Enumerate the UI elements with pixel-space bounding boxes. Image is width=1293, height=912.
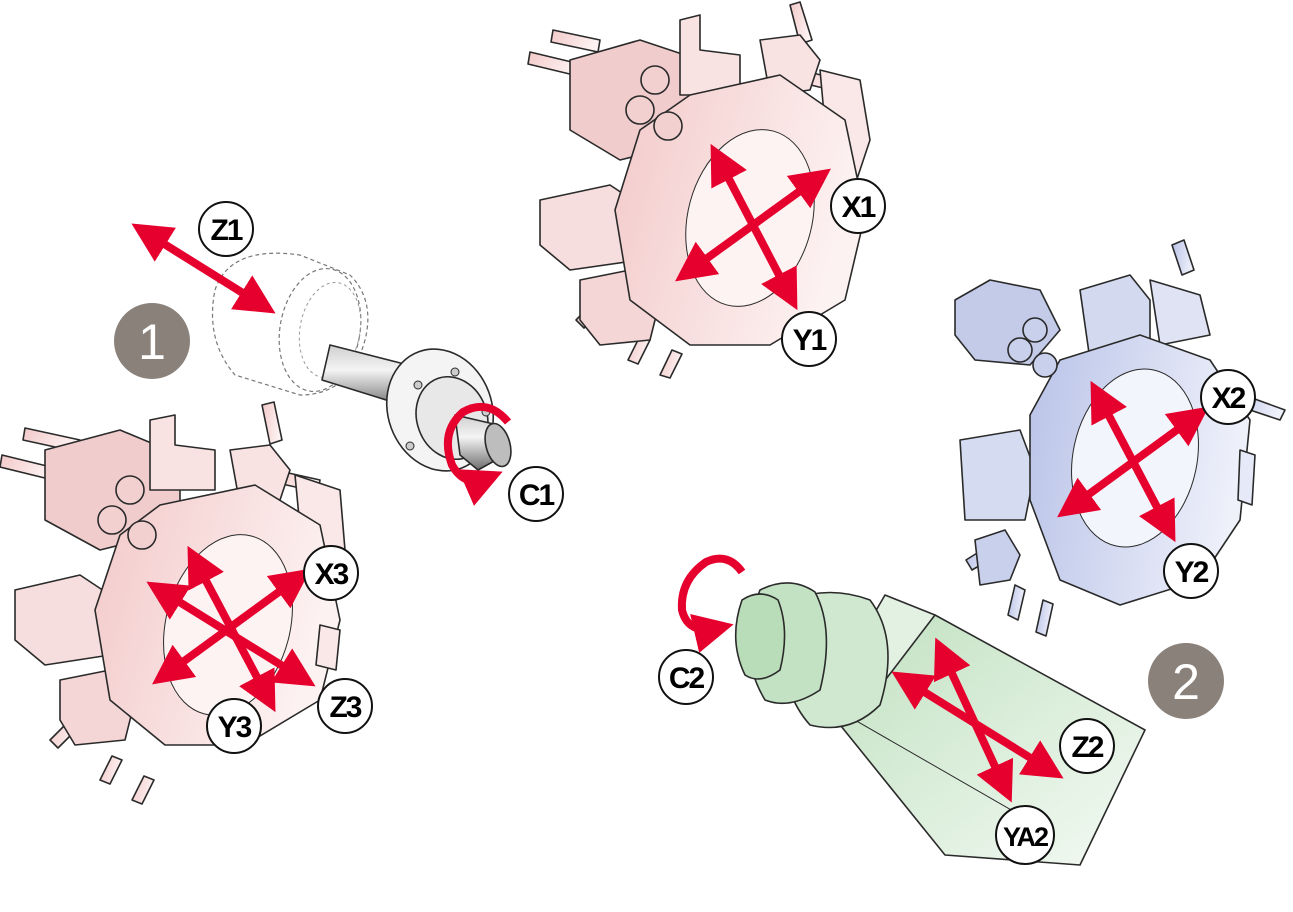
ya2-arrow bbox=[933, 637, 1014, 803]
svg-text:1: 1 bbox=[138, 314, 166, 370]
spindle-2-badge: 2 bbox=[1148, 643, 1224, 719]
svg-text:C1: C1 bbox=[519, 479, 555, 512]
label-z2: Z2 bbox=[1059, 718, 1115, 774]
c1-rotation-arrow bbox=[443, 402, 512, 506]
axis-arrows bbox=[131, 143, 1209, 803]
svg-text:Y1: Y1 bbox=[793, 324, 827, 357]
z3-arrow bbox=[146, 581, 316, 687]
label-x3: X3 bbox=[303, 545, 359, 601]
svg-text:X1: X1 bbox=[842, 191, 876, 224]
label-y3: Y3 bbox=[206, 698, 262, 754]
turret-3 bbox=[0, 401, 346, 805]
svg-text:X3: X3 bbox=[315, 558, 349, 591]
svg-text:X2: X2 bbox=[1212, 382, 1246, 415]
svg-text:C2: C2 bbox=[669, 662, 705, 695]
label-c2: C2 bbox=[658, 649, 714, 705]
label-c1: C1 bbox=[508, 466, 564, 522]
svg-text:Y3: Y3 bbox=[218, 711, 252, 744]
label-z1: Z1 bbox=[198, 201, 254, 257]
turret-1-tools bbox=[527, 1, 843, 379]
label-y2: Y2 bbox=[1163, 543, 1219, 599]
spindle-1-badge: 1 bbox=[114, 303, 190, 379]
label-ya2: YA2 bbox=[995, 805, 1055, 865]
spindle-1 bbox=[212, 252, 512, 472]
svg-text:Z1: Z1 bbox=[210, 214, 242, 247]
z1-arrow bbox=[131, 223, 276, 314]
label-y1: Y1 bbox=[781, 311, 837, 367]
y2-arrow bbox=[1090, 380, 1176, 543]
svg-text:Z3: Z3 bbox=[329, 691, 361, 724]
svg-text:Z2: Z2 bbox=[1071, 731, 1103, 764]
svg-text:2: 2 bbox=[1172, 654, 1200, 710]
label-x2: X2 bbox=[1200, 369, 1256, 425]
c2-rotation-arrow bbox=[677, 554, 746, 653]
label-x1: X1 bbox=[830, 178, 886, 234]
label-z3: Z3 bbox=[317, 678, 373, 734]
svg-text:Y2: Y2 bbox=[1175, 556, 1209, 589]
svg-text:YA2: YA2 bbox=[1003, 822, 1048, 852]
y1-arrow bbox=[710, 143, 798, 311]
